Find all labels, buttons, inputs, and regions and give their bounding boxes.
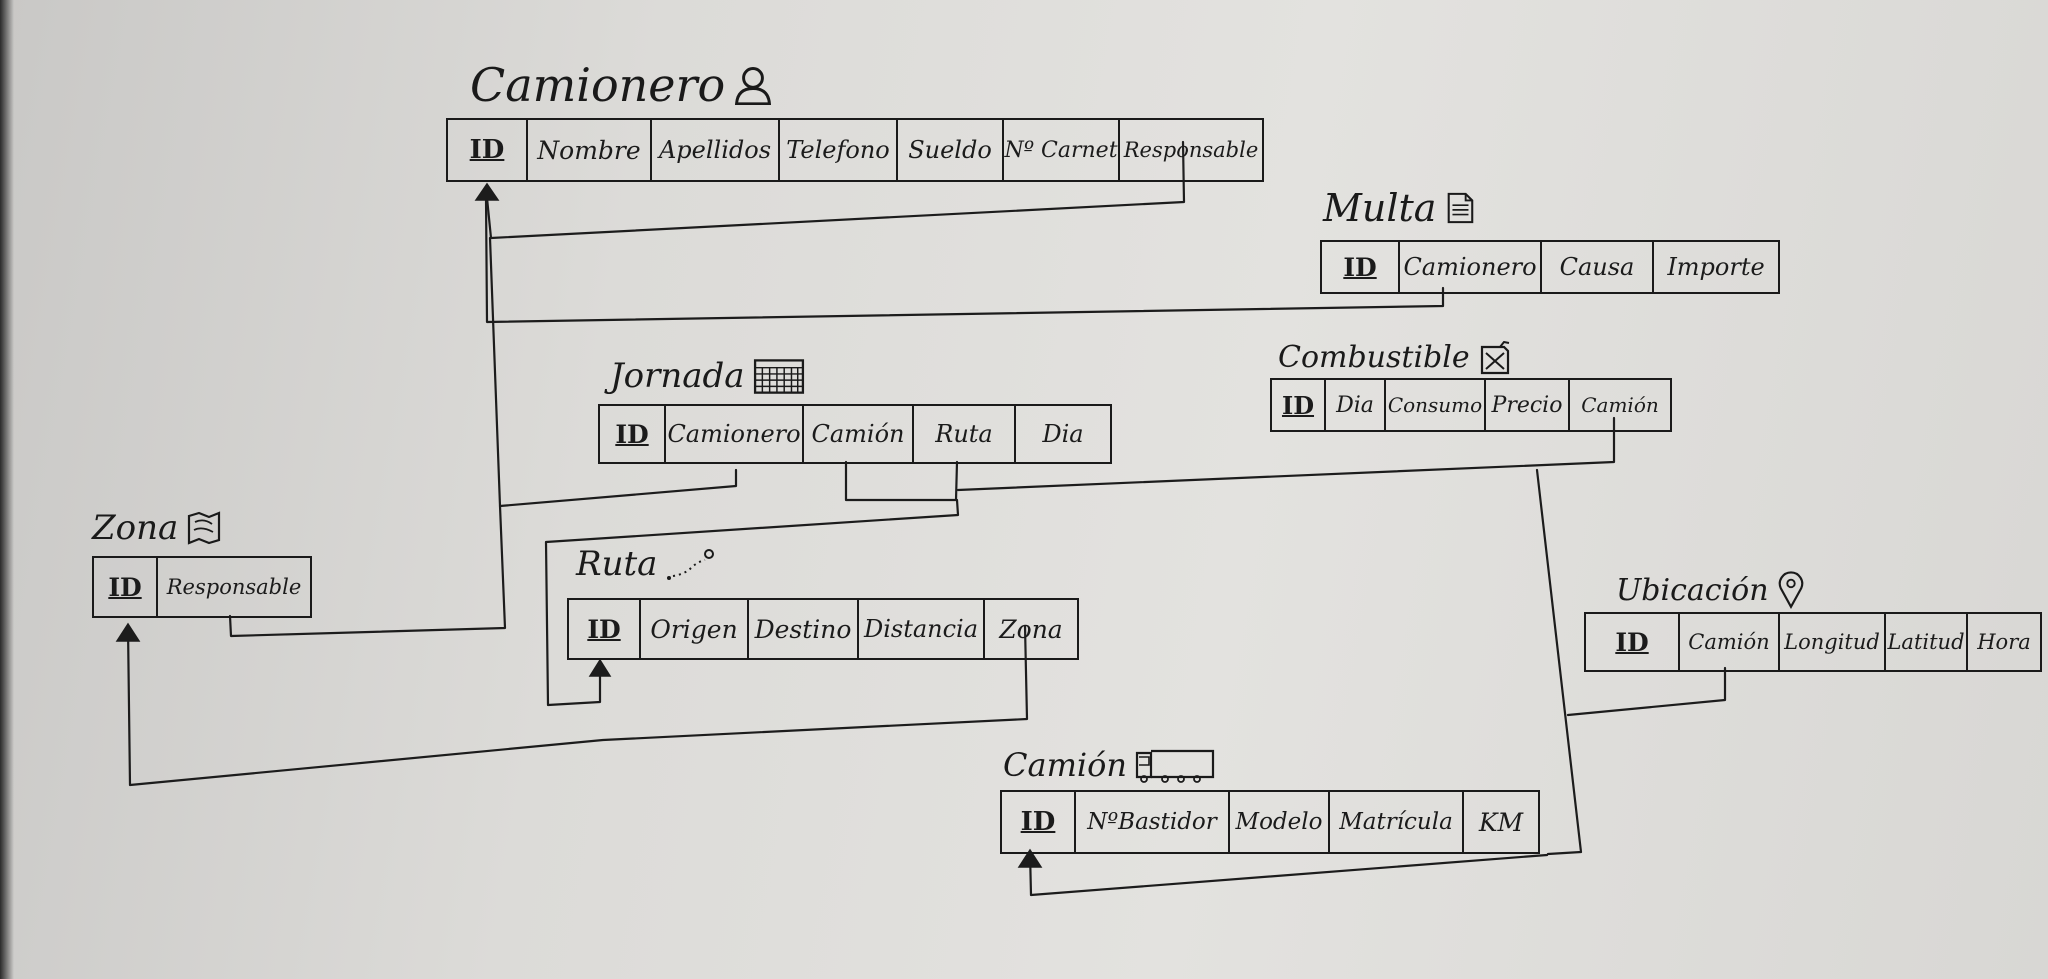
attribute-cell: Importe: [1667, 253, 1765, 281]
rel-jornada-ruta-link: [544, 498, 960, 707]
attribute-cell: Consumo: [1386, 380, 1486, 430]
rel-camionero-responsable: [485, 140, 1186, 240]
attribute-cell: Causa: [1542, 242, 1654, 292]
entity-name: Jornada: [610, 356, 745, 396]
attribute-row: ID Nombre Apellidos Telefono Sueldo Nº C…: [446, 118, 1264, 182]
arrow-ruta-id: [588, 658, 612, 677]
attribute-cell: KM: [1478, 807, 1524, 837]
attribute-cell-pk: ID: [94, 558, 158, 616]
attribute-row: ID Camionero Causa Importe: [1320, 240, 1780, 294]
attribute-row: ID NºBastidor Modelo Matrícula KM: [1000, 790, 1540, 854]
entity-name: Combustible: [1278, 340, 1470, 375]
attribute-cell: Longitud: [1780, 614, 1886, 670]
attribute-cell-pk: ID: [448, 120, 528, 180]
truck-icon: [1135, 749, 1215, 783]
attribute-cell: Camionero: [1400, 242, 1542, 292]
rel-camion-self: [1028, 850, 1549, 897]
attribute-cell-pk: ID: [1272, 380, 1326, 430]
entity-name: Ruta: [576, 544, 658, 584]
attribute-cell: Responsable: [166, 575, 302, 599]
entity-name: Zona: [92, 508, 179, 548]
entity-name: Camión: [1003, 746, 1128, 784]
attribute-cell: Hora: [1977, 630, 2031, 654]
route-icon: [667, 549, 715, 580]
attribute-cell: Nombre: [528, 120, 652, 180]
attribute-row: ID Dia Consumo Precio Camión: [1270, 378, 1672, 432]
attribute-row: ID Camión Longitud Latitud Hora: [1584, 612, 2042, 672]
attribute-cell: Precio: [1486, 380, 1570, 430]
attribute-cell-pk: ID: [1002, 792, 1076, 852]
entity-title: Multa: [1323, 186, 1476, 230]
entity-title: Camionero: [470, 58, 773, 112]
attribute-row: ID Camionero Camión Ruta Dia: [598, 404, 1112, 464]
entity-title: Combustible: [1278, 340, 1512, 375]
attribute-cell-pk: ID: [600, 406, 666, 462]
attribute-cell-pk: ID: [569, 600, 641, 658]
rel-jornada-camionero: [488, 236, 738, 508]
attribute-cell: Ruta: [914, 406, 1016, 462]
attribute-cell: Latitud: [1886, 614, 1968, 670]
attribute-cell: Responsable: [1123, 138, 1259, 162]
entity-name: Camionero: [470, 58, 726, 112]
fuel-can-icon: [1480, 340, 1509, 374]
attribute-cell: Camión: [1581, 393, 1659, 417]
attribute-cell: Zona: [999, 614, 1063, 644]
attribute-cell: NºBastidor: [1076, 792, 1230, 852]
attribute-cell: Distancia: [859, 600, 985, 658]
rel-ubicacion-camion: [1566, 666, 1727, 717]
attribute-cell: Modelo: [1230, 792, 1330, 852]
attribute-cell: Destino: [749, 600, 859, 658]
attribute-cell: Camionero: [666, 406, 804, 462]
calendar-icon: [753, 359, 804, 394]
entity-name: Multa: [1323, 186, 1437, 230]
arrow-camionero-id: [474, 182, 500, 201]
attribute-row: ID Origen Destino Distancia Zona: [567, 598, 1079, 660]
entity-title: Jornada: [610, 356, 805, 396]
map-icon: [188, 511, 221, 545]
attribute-cell: Telefono: [780, 120, 898, 180]
attribute-row: ID Responsable: [92, 556, 312, 618]
rel-jornada-ruta: [844, 460, 959, 502]
attribute-cell: Dia: [1042, 420, 1084, 448]
attribute-cell-pk: ID: [1322, 242, 1400, 292]
attribute-cell: Origen: [641, 600, 749, 658]
entity-title: Zona: [92, 508, 222, 548]
rel-zona-responsable: [228, 504, 507, 638]
entity-name: Ubicación: [1616, 572, 1769, 608]
attribute-cell: Camión: [804, 406, 914, 462]
attribute-cell: Camión: [1680, 614, 1780, 670]
entity-title: Ruta: [576, 544, 715, 584]
rel-combustible-camion: [956, 416, 1616, 492]
attribute-cell: Dia: [1326, 380, 1386, 430]
photo-edge-shadow: [0, 0, 14, 979]
arrow-camion-id: [1017, 848, 1043, 868]
arrow-zona-id: [115, 622, 141, 642]
entity-title: Camión: [1003, 746, 1215, 784]
person-icon: [735, 67, 772, 105]
rel-to-camion: [1535, 468, 1583, 856]
attribute-cell: Apellidos: [652, 120, 780, 180]
attribute-cell: Sueldo: [898, 120, 1004, 180]
attribute-cell: Matrícula: [1330, 792, 1464, 852]
attribute-cell: Nº Carnet: [1004, 120, 1120, 180]
entity-title: Ubicación: [1616, 570, 1805, 610]
location-pin-icon: [1778, 571, 1803, 610]
attribute-cell-pk: ID: [1586, 614, 1680, 670]
document-icon: [1448, 192, 1474, 224]
rel-multa-camionero: [484, 196, 1445, 324]
rel-ruta-zona: [126, 624, 1029, 787]
